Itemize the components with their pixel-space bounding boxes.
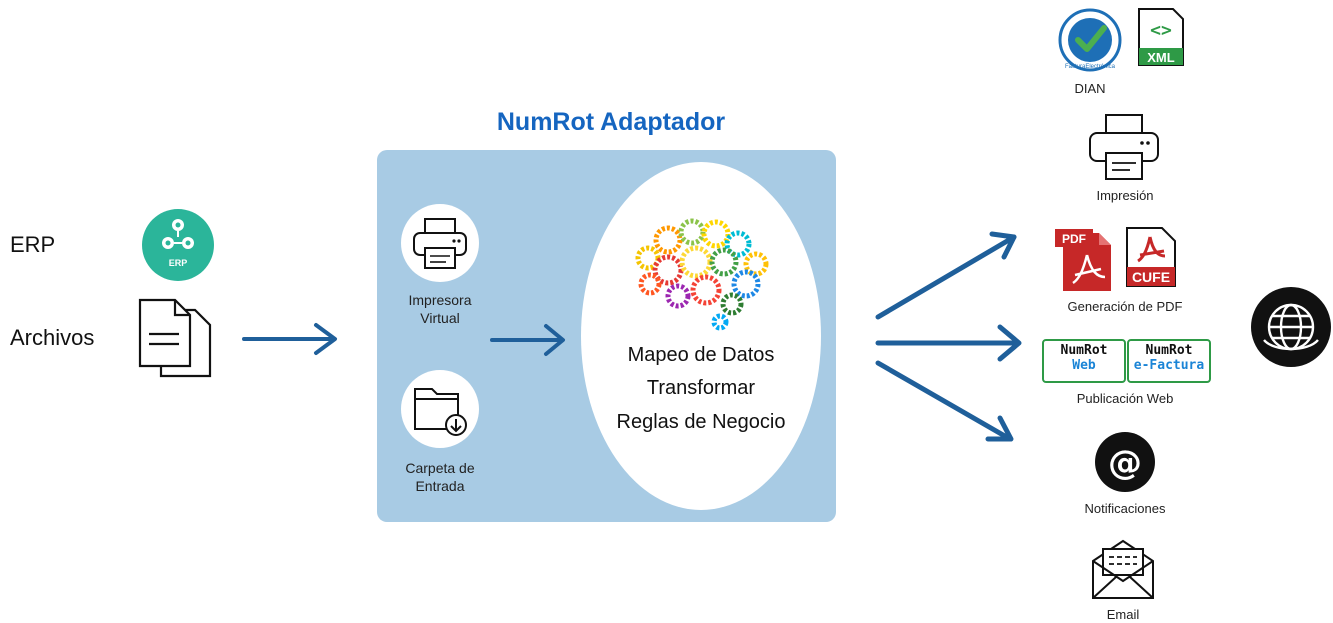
badge2-line2: e-Factura — [1133, 358, 1205, 373]
dian-label: DIAN — [1074, 81, 1106, 96]
pdf-tag-text: PDF — [1062, 232, 1086, 246]
xml-code-text: <> — [1150, 20, 1172, 41]
printer-circle — [401, 204, 479, 282]
engine-line-3: Reglas de Negocio — [616, 411, 786, 433]
brain-gears-icon — [635, 218, 769, 331]
files-label: Archivos — [10, 325, 95, 350]
dian-seal-text: FacturaElectrónica — [1065, 64, 1116, 70]
dian-seal-icon: FacturaElectrónica — [1058, 8, 1122, 72]
envelope-icon — [1092, 539, 1154, 599]
adapter-title: NumRot Adaptador — [496, 108, 726, 136]
folder-label-line2: Entrada — [415, 478, 465, 494]
folder-circle — [401, 370, 479, 448]
xml-file-icon: <> XML — [1138, 8, 1184, 66]
engine-line-2: Transformar — [646, 377, 756, 399]
globe-icon — [1251, 287, 1331, 367]
badge2-line1: NumRot — [1145, 343, 1193, 358]
arrow-to-engine — [490, 324, 565, 356]
folder-download-icon — [414, 388, 467, 436]
arrow-files-to-adapter — [242, 323, 337, 355]
pdf-file-icon: PDF — [1055, 229, 1111, 291]
at-sign-icon: @ — [1095, 432, 1155, 492]
printer-label-line2: Virtual — [420, 310, 460, 326]
folder-label-line1: Carpeta de — [405, 460, 475, 476]
erp-label: ERP — [10, 232, 56, 257]
cufe-file-icon: CUFE — [1126, 227, 1176, 287]
arrow-fanout — [875, 231, 1022, 442]
print-label: Impresión — [1096, 188, 1154, 203]
engine-line-1: Mapeo de Datos — [627, 344, 775, 366]
numrot-web-badge: NumRot Web — [1042, 339, 1126, 383]
at-symbol: @ — [1108, 443, 1142, 483]
numrot-efactura-badge: NumRot e-Factura — [1127, 339, 1211, 383]
erp-icon: ERP — [142, 209, 214, 281]
xml-tag-text: XML — [1147, 50, 1175, 65]
pdf-label: Generación de PDF — [1067, 299, 1183, 314]
web-label: Publicación Web — [1076, 391, 1174, 406]
badge1-line2: Web — [1072, 358, 1096, 373]
printer-icon — [413, 218, 467, 269]
printer-icon — [1089, 114, 1159, 180]
email-label: Email — [1106, 607, 1140, 622]
cufe-tag-text: CUFE — [1132, 269, 1170, 285]
erp-icon-text: ERP — [169, 258, 188, 268]
engine-oval — [581, 162, 821, 510]
document-icon — [135, 296, 215, 380]
badge1-line1: NumRot — [1060, 343, 1108, 358]
printer-label-line1: Impresora — [408, 292, 472, 308]
notify-label: Notificaciones — [1084, 501, 1166, 516]
